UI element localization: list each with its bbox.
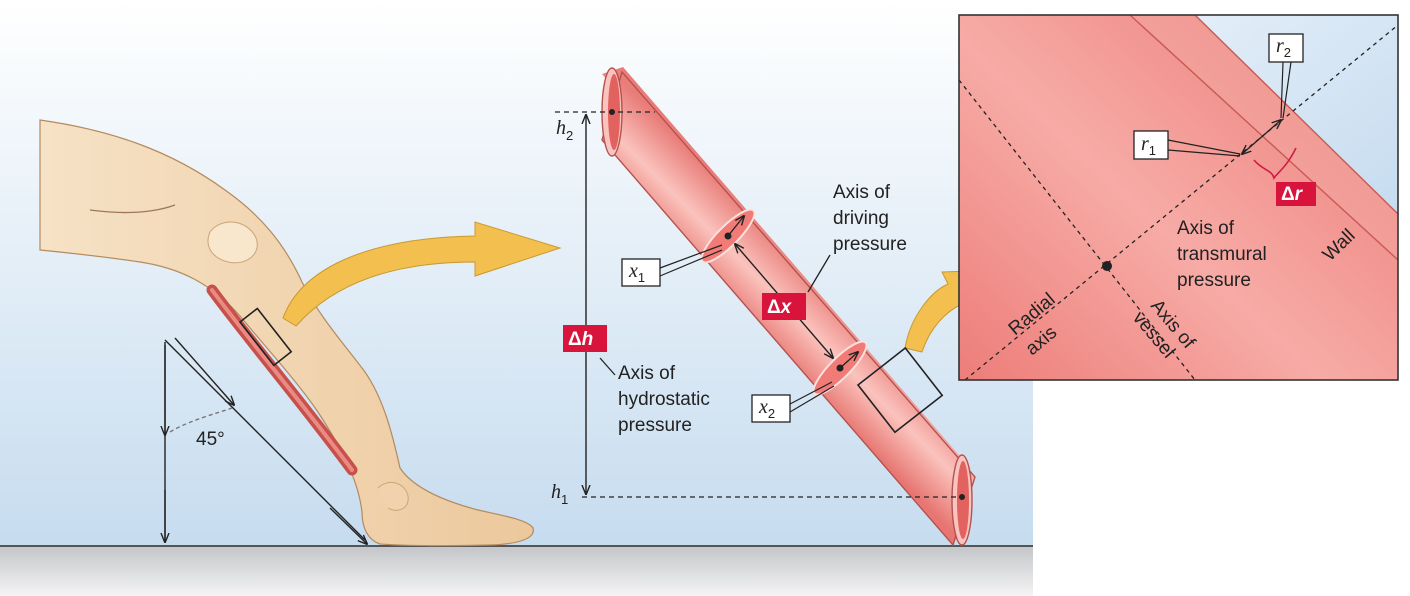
vessel-bottom-lumen	[957, 461, 969, 539]
radial-axis-line	[964, 24, 1398, 380]
transmural-line-2: transmural	[1177, 244, 1267, 265]
r2-label-box	[1268, 33, 1304, 63]
floor	[0, 546, 1033, 596]
r1-leader-b	[1167, 149, 1241, 157]
leg-illustration	[39, 119, 534, 547]
background-panel	[0, 0, 1033, 546]
vessel-zoom-box	[856, 346, 944, 434]
driving-line-3: pressure	[833, 234, 907, 255]
outer-wall-edge	[1194, 15, 1398, 215]
x1-center-dot	[724, 232, 732, 240]
delta-r-badge-bg	[1276, 182, 1316, 206]
x2-leader-b	[789, 385, 835, 413]
floor-arrow-right	[329, 507, 367, 544]
vessel-labels: x1 x2 Δx Axis of driving pressure	[621, 182, 907, 423]
h1-label: h1	[551, 481, 568, 507]
inset-panel: r2 r1 Δr Axis of transmural pressure Wal…	[958, 14, 1399, 381]
leg-shape	[39, 119, 534, 547]
hydrostatic-leader	[599, 357, 616, 376]
thigh-crease	[89, 204, 176, 214]
r1-label: r1	[1141, 133, 1156, 158]
incline-line	[164, 339, 366, 541]
delta-x-badge: Δx	[767, 297, 793, 318]
delta-h-badge: Δh	[568, 329, 593, 350]
hydrostatic-line-1: Axis of	[618, 363, 676, 384]
hydrostatic-line-2: hydrostatic	[618, 389, 710, 410]
leg-vein-highlight	[210, 288, 354, 472]
x1-label-box	[621, 258, 661, 287]
driving-line-2: driving	[833, 208, 889, 229]
angle-indicator: 45°	[164, 337, 367, 544]
angle-arc	[169, 407, 233, 433]
x2-leader-a	[789, 381, 833, 405]
delta-r-arrow	[1242, 120, 1281, 154]
hydrostatic-line-3: pressure	[618, 415, 692, 436]
angle-arrow-incline	[174, 337, 234, 405]
leg-zoom-box	[238, 307, 293, 367]
knee-cap	[207, 221, 258, 264]
r1-label-box	[1133, 130, 1169, 160]
x1-radius-arrow	[727, 216, 744, 237]
delta-r-brace	[1253, 147, 1297, 180]
r2-leader-a	[1280, 61, 1284, 119]
x2-radius-arrow	[839, 352, 858, 369]
inset-frame	[958, 14, 1399, 381]
x1-leader-b	[659, 249, 723, 277]
x2-center-dot	[836, 364, 844, 372]
transmural-line-1: Axis of	[1177, 218, 1235, 239]
angle-label: 45°	[196, 429, 225, 450]
r2-leader-b	[1282, 61, 1292, 119]
delta-r-badge: Δr	[1281, 184, 1304, 205]
h2-label: h2	[556, 117, 573, 143]
inset-vessel-band	[959, 15, 1398, 380]
ankle-bump	[377, 481, 409, 511]
transmural-line-3: pressure	[1177, 270, 1251, 291]
x1-leader-a	[659, 244, 723, 269]
hydrostatic-axis: h2 h1 Δh Axis of hydrostatic pressure	[551, 111, 962, 507]
x2-label: x2	[758, 396, 775, 421]
x1-label: x1	[628, 260, 645, 285]
inset-center-dot	[1102, 261, 1112, 271]
r2-label: r2	[1276, 35, 1291, 60]
delta-x-badge-bg	[762, 293, 806, 320]
driving-line-1: Axis of	[833, 182, 891, 203]
r1-leader-a	[1167, 139, 1241, 155]
zoom-arrow-leg-to-vessel	[282, 221, 562, 327]
driving-leader	[807, 254, 831, 293]
x2-label-box	[751, 394, 791, 423]
delta-h-badge-bg	[563, 325, 607, 352]
